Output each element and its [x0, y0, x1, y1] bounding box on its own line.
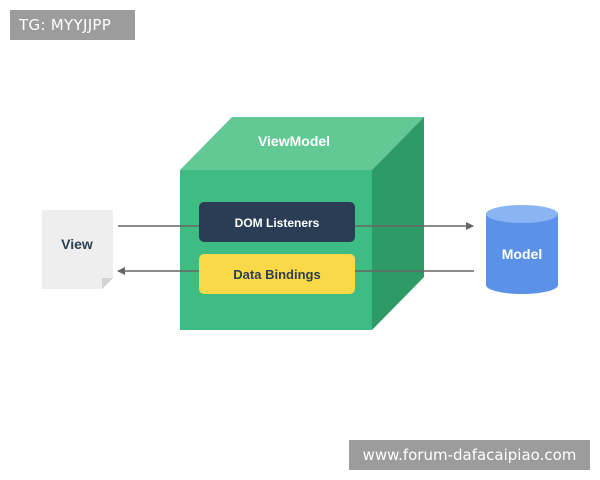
cube-side-face: [372, 117, 424, 330]
watermark-top: TG: MYYJJPP: [10, 10, 135, 40]
model-label: Model: [502, 246, 542, 262]
data-bindings-box: [199, 254, 355, 294]
cube-top-face: [180, 117, 424, 170]
view-label: View: [61, 236, 93, 252]
viewmodel-label: ViewModel: [258, 133, 330, 149]
cube-front-face: [180, 170, 372, 330]
watermark-bottom: www.forum-dafacaipiao.com: [349, 440, 590, 470]
view-document-icon: [42, 210, 113, 289]
data-bindings-label: Data Bindings: [233, 267, 320, 282]
dom-listeners-label: DOM Listeners: [235, 216, 320, 230]
dom-listeners-box: [199, 202, 355, 242]
viewmodel-cube: [180, 117, 424, 330]
model-database-icon: [486, 205, 558, 294]
